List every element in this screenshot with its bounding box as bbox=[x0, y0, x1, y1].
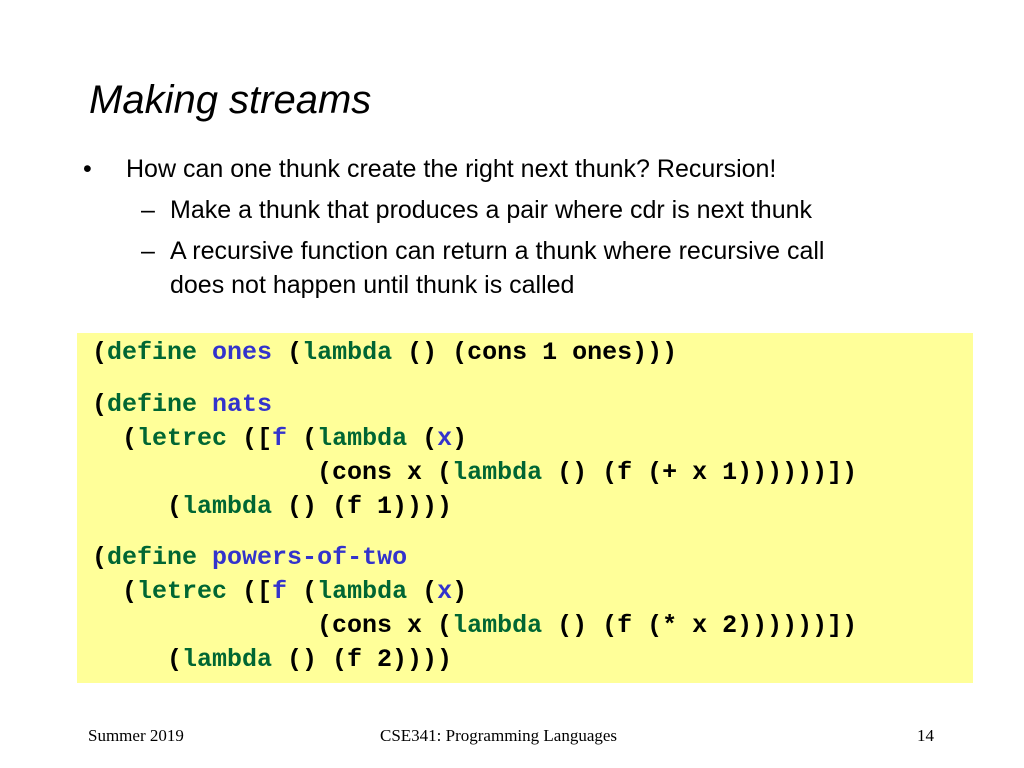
code-text: ( bbox=[92, 492, 183, 521]
code-line: (define ones (lambda () (cons 1 ones))) bbox=[92, 336, 677, 370]
code-keyword: lambda bbox=[452, 458, 543, 487]
code-text bbox=[197, 390, 212, 419]
slide-title: Making streams bbox=[89, 78, 372, 122]
footer-course: CSE341: Programming Languages bbox=[380, 726, 618, 745]
bullet-text: How can one thunk create the right next … bbox=[126, 155, 777, 183]
subpoint-text: A recursive function can return a thunk … bbox=[170, 237, 825, 265]
code-line: (define powers-of-two bbox=[92, 541, 407, 575]
code-text: ( bbox=[92, 543, 108, 572]
code-line: (lambda () (f 2)))) bbox=[92, 643, 452, 677]
code-identifier: ones bbox=[212, 338, 273, 367]
code-text: ( bbox=[92, 577, 138, 606]
code-keyword: lambda bbox=[317, 424, 408, 453]
code-keyword: define bbox=[107, 543, 198, 572]
code-text: ) bbox=[452, 424, 468, 453]
subpoint-dash: – bbox=[141, 196, 155, 224]
code-text bbox=[197, 338, 212, 367]
code-identifier: x bbox=[437, 424, 453, 453]
code-text: (cons x ( bbox=[92, 611, 453, 640]
code-line: (letrec ([f (lambda (x) bbox=[92, 422, 467, 456]
code-text: () (cons 1 ones))) bbox=[392, 338, 678, 367]
subpoint-dash: – bbox=[141, 237, 155, 265]
code-keyword: lambda bbox=[317, 577, 408, 606]
code-identifier: nats bbox=[212, 390, 273, 419]
code-text: ( bbox=[92, 338, 108, 367]
code-text: ) bbox=[452, 577, 468, 606]
code-line: (cons x (lambda () (f (+ x 1))))))]) bbox=[92, 456, 857, 490]
code-identifier: x bbox=[437, 577, 453, 606]
code-keyword: lambda bbox=[182, 492, 273, 521]
code-keyword: letrec bbox=[137, 577, 228, 606]
code-line: (lambda () (f 1)))) bbox=[92, 490, 452, 524]
footer-term: Summer 2019 bbox=[88, 726, 184, 745]
code-text: ( bbox=[407, 577, 438, 606]
code-line: (define nats bbox=[92, 388, 272, 422]
code-keyword: lambda bbox=[452, 611, 543, 640]
subpoint-text-continuation: does not happen until thunk is called bbox=[170, 271, 575, 299]
code-text: () (f (+ x 1))))))]) bbox=[542, 458, 858, 487]
code-identifier: f bbox=[272, 424, 288, 453]
code-text: ( bbox=[92, 424, 138, 453]
code-text: ( bbox=[92, 645, 183, 674]
code-panel bbox=[77, 333, 973, 683]
code-line: (letrec ([f (lambda (x) bbox=[92, 575, 467, 609]
code-text: ( bbox=[287, 424, 318, 453]
code-identifier: powers-of-two bbox=[212, 543, 408, 572]
code-keyword: lambda bbox=[182, 645, 273, 674]
code-text: ( bbox=[272, 338, 303, 367]
code-keyword: letrec bbox=[137, 424, 228, 453]
code-text: ( bbox=[92, 390, 108, 419]
code-line: (cons x (lambda () (f (* x 2))))))]) bbox=[92, 609, 857, 643]
code-keyword: lambda bbox=[302, 338, 393, 367]
code-keyword: define bbox=[107, 338, 198, 367]
code-text: ( bbox=[407, 424, 438, 453]
code-text: () (f (* x 2))))))]) bbox=[542, 611, 858, 640]
code-text: ([ bbox=[227, 577, 273, 606]
code-text: ([ bbox=[227, 424, 273, 453]
bullet-marker: • bbox=[83, 155, 92, 183]
code-text: () (f 2)))) bbox=[272, 645, 453, 674]
subpoint-text: Make a thunk that produces a pair where … bbox=[170, 196, 813, 224]
code-text: () (f 1)))) bbox=[272, 492, 453, 521]
code-text: ( bbox=[287, 577, 318, 606]
code-identifier: f bbox=[272, 577, 288, 606]
code-keyword: define bbox=[107, 390, 198, 419]
page-number: 14 bbox=[917, 726, 934, 745]
code-text: (cons x ( bbox=[92, 458, 453, 487]
code-text bbox=[197, 543, 212, 572]
